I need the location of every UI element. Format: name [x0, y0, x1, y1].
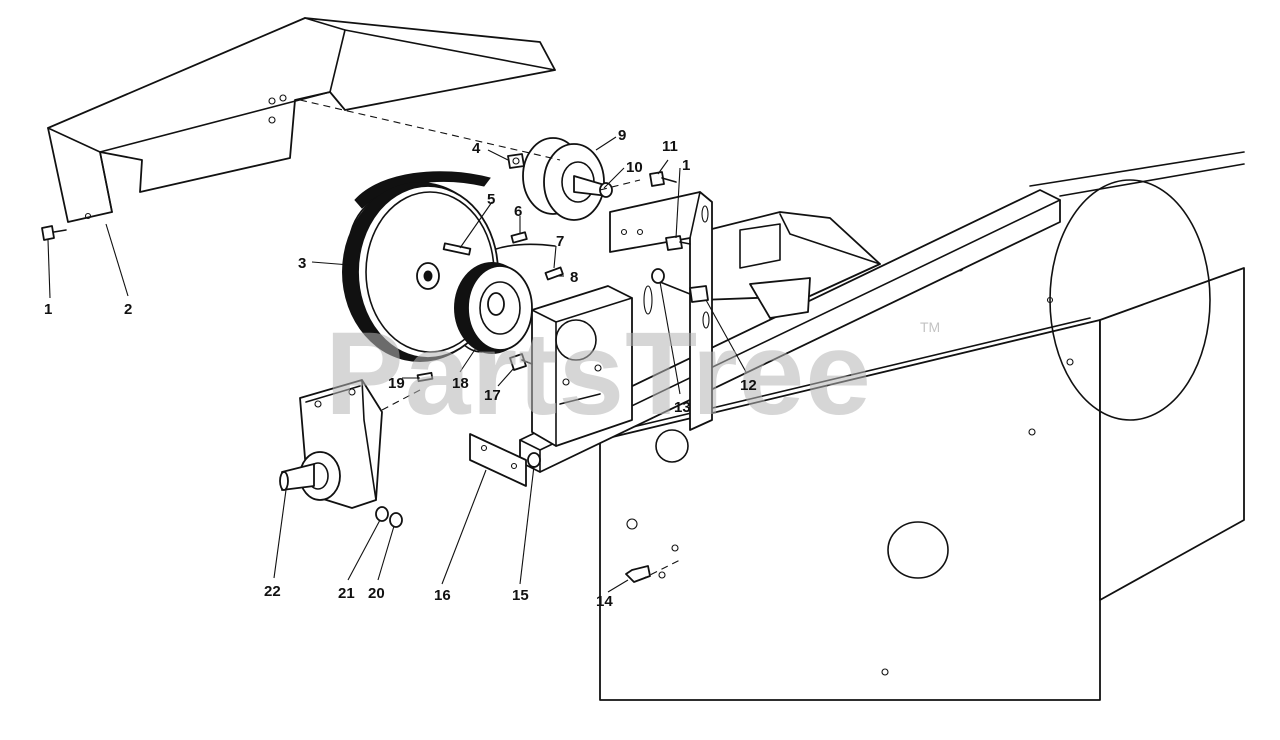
callout-10: 10 [626, 159, 643, 176]
hardware-key-5[interactable] [442, 242, 472, 256]
callout-14: 14 [596, 593, 613, 610]
callout-22: 22 [264, 583, 281, 600]
callout-1-right: 1 [682, 157, 690, 174]
callout-18: 18 [452, 375, 469, 392]
bearing-housing[interactable] [279, 379, 383, 509]
engine-mount-assembly [699, 211, 881, 319]
callout-1-left: 1 [44, 301, 52, 318]
callout-21: 21 [338, 585, 355, 602]
callout-6: 6 [514, 203, 522, 220]
callout-11: 11 [662, 138, 678, 155]
hardware-nut-15[interactable] [527, 452, 541, 468]
hardware-bolt-1-right[interactable] [665, 235, 691, 251]
large-drive-pulley[interactable] [342, 182, 499, 362]
callout-labels: 1 2 3 4 5 6 7 8 9 10 11 1 12 13 14 15 16… [44, 127, 757, 610]
hardware-washer-21[interactable] [375, 506, 389, 522]
hardware-key-6[interactable] [510, 231, 528, 244]
callout-2: 2 [124, 301, 132, 318]
hardware-bolt-4[interactable] [507, 153, 525, 169]
callout-9: 9 [618, 127, 626, 144]
auger-pulley[interactable] [454, 262, 533, 354]
hardware-bolt-12[interactable] [651, 268, 709, 303]
idler-pulley[interactable] [522, 137, 613, 221]
callout-7: 7 [556, 233, 564, 250]
watermark-text: PartsTree [325, 308, 872, 440]
callout-12: 12 [740, 377, 757, 394]
watermark: PartsTree TM [325, 308, 940, 440]
leader-lines [47, 136, 747, 593]
callout-8: 8 [570, 269, 578, 286]
callout-4: 4 [472, 140, 481, 157]
watermark-trademark: TM [920, 319, 940, 335]
belt-guard-cover[interactable] [47, 17, 556, 223]
callout-19: 19 [388, 375, 405, 392]
callout-3: 3 [298, 255, 306, 272]
hardware-nut-20[interactable] [389, 512, 403, 528]
callout-15: 15 [512, 587, 529, 604]
hardware-bolt-11[interactable] [649, 171, 677, 187]
callout-13: 13 [674, 399, 691, 416]
callout-16: 16 [434, 587, 451, 604]
callout-5: 5 [487, 191, 495, 208]
callout-20: 20 [368, 585, 385, 602]
hardware-key-8[interactable] [544, 266, 564, 281]
hardware-bolt-17[interactable] [509, 353, 533, 371]
hardware-screw-1-left[interactable] [41, 225, 67, 241]
alignment-lines [299, 99, 681, 581]
idler-support-bracket[interactable] [531, 285, 633, 447]
callout-17: 17 [484, 387, 501, 404]
pulley-mounting-bracket[interactable] [609, 191, 713, 431]
support-plate[interactable] [469, 433, 527, 487]
